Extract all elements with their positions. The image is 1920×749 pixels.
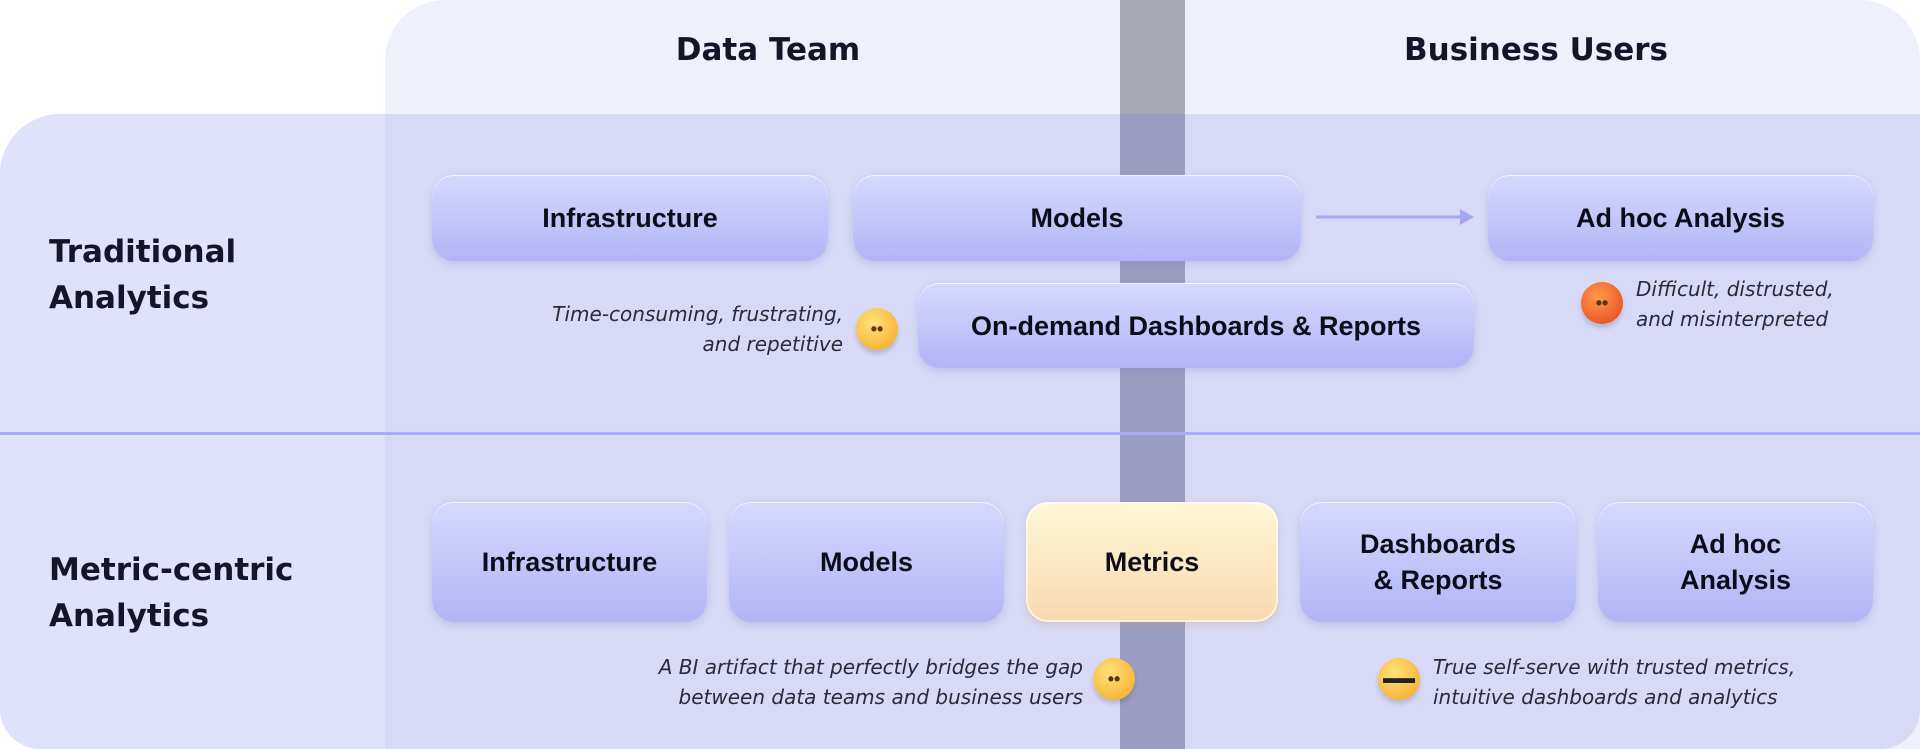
arrow-icon — [1316, 209, 1474, 225]
note-line: True self-serve with trusted metrics, — [1433, 655, 1796, 679]
box-line: Dashboards — [1359, 529, 1517, 559]
trad-dashboards-box: On-demand Dashboards & Reports — [918, 283, 1474, 368]
header-business-users: Business Users — [1404, 32, 1668, 68]
row-label-line: Analytics — [49, 598, 210, 634]
trad-infrastructure-box: Infrastructure — [432, 175, 828, 261]
note-time-consuming: Time-consuming, frustrating, and repetit… — [443, 299, 843, 359]
hugging-face-icon: •• — [1093, 658, 1135, 700]
box-line: & Reports — [1373, 565, 1503, 595]
mc-models-box: Models — [729, 502, 1004, 622]
note-line: A BI artifact that perfectly bridges the… — [658, 655, 1083, 679]
unamused-face-icon: •• — [856, 308, 898, 350]
note-line: Time-consuming, frustrating, — [552, 302, 843, 326]
row-label-line: Traditional — [49, 234, 237, 270]
sunglasses-face-icon: ▬▬ — [1378, 658, 1420, 700]
note-bridge: A BI artifact that perfectly bridges the… — [483, 652, 1083, 712]
header-data-team: Data Team — [675, 32, 861, 68]
mc-metrics-box: Metrics — [1026, 502, 1278, 622]
note-self-serve: True self-serve with trusted metrics, in… — [1433, 652, 1913, 712]
note-line: between data teams and business users — [678, 685, 1083, 709]
row-label-line: Analytics — [49, 280, 210, 316]
note-difficult: Difficult, distrusted, and misinterprete… — [1636, 274, 1916, 334]
angry-face-icon: •• — [1581, 282, 1623, 324]
row-label-line: Metric-centric — [49, 552, 294, 588]
mc-dashboards-box: Dashboards & Reports — [1300, 502, 1576, 622]
row-label-metric-centric: Metric-centric Analytics — [49, 547, 293, 639]
note-line: and repetitive — [702, 332, 843, 356]
row-divider — [0, 432, 1920, 435]
box-line: Ad hoc — [1689, 529, 1782, 559]
trad-ad-hoc-box: Ad hoc Analysis — [1488, 175, 1873, 261]
note-line: intuitive dashboards and analytics — [1433, 685, 1778, 709]
mc-infrastructure-box: Infrastructure — [432, 502, 707, 622]
note-line: Difficult, distrusted, — [1636, 277, 1834, 301]
column-separator-bar — [1120, 0, 1185, 114]
row-label-traditional: Traditional Analytics — [49, 229, 236, 321]
mc-ad-hoc-box: Ad hoc Analysis — [1598, 502, 1873, 622]
trad-models-box: Models — [853, 175, 1301, 261]
note-line: and misinterpreted — [1636, 307, 1829, 331]
box-line: Analysis — [1679, 565, 1792, 595]
